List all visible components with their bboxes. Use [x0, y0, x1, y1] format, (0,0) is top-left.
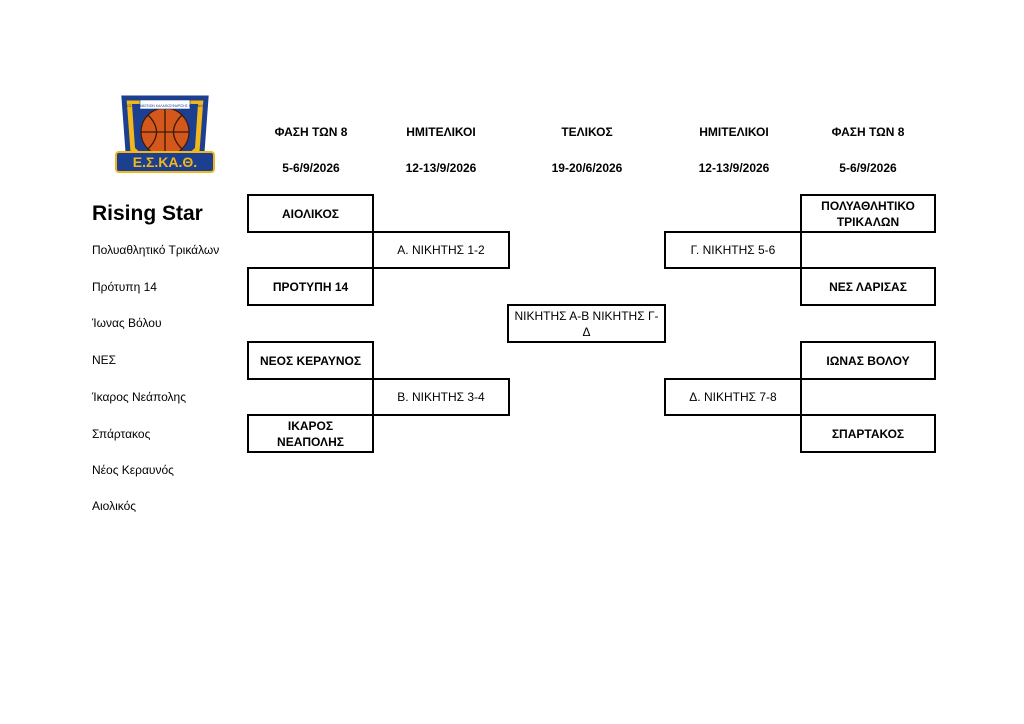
col2-date: 12-13/9/2026: [405, 161, 477, 175]
logo-top-text: ΕΝΩΣΗ ΣΩΜΑΤΕΙΩΝ ΚΑΛΑΘΟΣΦΑΙΡΙΣΗΣ ΘΕΣΣΑΛΙΑ…: [122, 104, 207, 108]
col1-phase: ΦΑΣΗ ΤΩΝ 8: [274, 125, 348, 139]
left-quarter-slot-1: ΑΙΟΛΙΚΟΣ: [247, 194, 374, 233]
col4-date: 12-13/9/2026: [698, 161, 770, 175]
left-quarter-slot-3: ΝΕΟΣ ΚΕΡΑΥΝΟΣ: [247, 341, 374, 380]
team-list-item: Ίωνας Βόλου: [92, 316, 162, 330]
team-list-item: Νέος Κεραυνός: [92, 463, 174, 477]
col2-phase: ΗΜΙΤΕΛΙΚΟΙ: [406, 125, 476, 139]
left-quarter-slot-2: ΠΡΟΤΥΠΗ 14: [247, 267, 374, 306]
col4-phase: ΗΜΙΤΕΛΙΚΟΙ: [699, 125, 769, 139]
right-quarter-slot-3: ΙΩΝΑΣ ΒΟΛΟΥ: [800, 341, 936, 380]
col5-phase: ΦΑΣΗ ΤΩΝ 8: [831, 125, 905, 139]
left-quarter-slot-4: ΙΚΑΡΟΣ ΝΕΑΠΟΛΗΣ: [247, 414, 374, 453]
col3-phase: ΤΕΛΙΚΟΣ: [561, 125, 613, 139]
right-quarter-slot-2: ΝΕΣ ΛΑΡΙΣΑΣ: [800, 267, 936, 306]
team-list-item: Πολυαθλητικό Τρικάλων: [92, 243, 220, 257]
team-list-item: Πρότυπη 14: [92, 280, 157, 294]
eskath-logo: ΕΝΩΣΗ ΣΩΜΑΤΕΙΩΝ ΚΑΛΑΘΟΣΦΑΙΡΙΣΗΣ ΘΕΣΣΑΛΙΑ…: [115, 95, 215, 173]
logo-abbr: Ε.Σ.ΚΑ.Θ.: [133, 154, 197, 170]
category-title: Rising Star: [92, 202, 203, 225]
col1-date: 5-6/9/2026: [282, 161, 340, 175]
left-semi-slot-1: Α. ΝΙΚΗΤΗΣ 1-2: [372, 231, 510, 269]
right-semi-slot-1: Γ. ΝΙΚΗΤΗΣ 5-6: [664, 231, 802, 269]
team-list-item: ΝΕΣ: [92, 353, 117, 367]
right-quarter-slot-4: ΣΠΑΡΤΑΚΟΣ: [800, 414, 936, 453]
col5-date: 5-6/9/2026: [839, 161, 897, 175]
right-quarter-slot-1: ΠΟΛΥΑΘΛΗΤΙΚΟ ΤΡΙΚΑΛΩΝ: [800, 194, 936, 233]
final-slot: ΝΙΚΗΤΗΣ Α-Β ΝΙΚΗΤΗΣ Γ-Δ: [507, 304, 666, 343]
team-list-item: Αιολικός: [92, 499, 137, 513]
right-semi-slot-2: Δ. ΝΙΚΗΤΗΣ 7-8: [664, 378, 802, 416]
team-list-item: Σπάρτακος: [92, 427, 151, 441]
team-list-item: Ίκαρος Νεάπολης: [92, 390, 186, 404]
left-semi-slot-2: Β. ΝΙΚΗΤΗΣ 3-4: [372, 378, 510, 416]
col3-date: 19-20/6/2026: [551, 161, 623, 175]
